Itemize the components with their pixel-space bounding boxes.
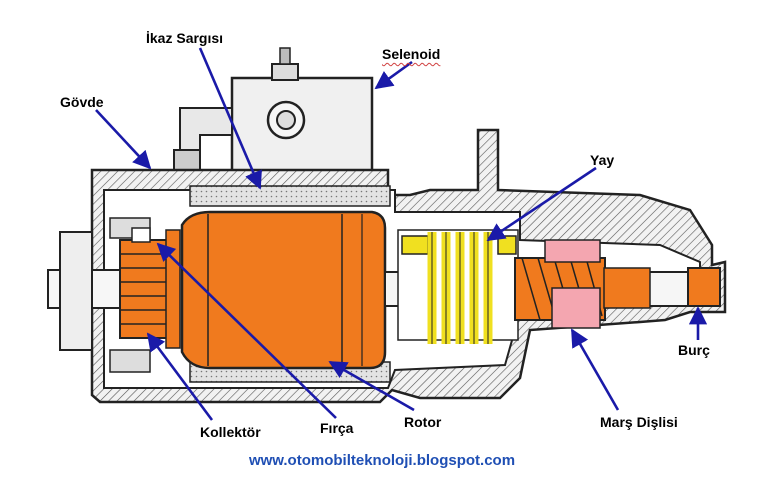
kollektor-commutator (119, 227, 181, 349)
label-mars-dislisi: Marş Dişlisi (600, 414, 678, 430)
rotor-armature (180, 210, 387, 370)
footer-url: www.otomobilteknoloji.blogspot.com (248, 452, 516, 469)
label-selenoid: Selenoid (382, 46, 441, 62)
burc-bushing (687, 267, 721, 307)
label-ikaz-sargisi: İkaz Sargısı (146, 30, 224, 46)
left-end-assembly (47, 217, 151, 373)
leader-lines (95, 47, 708, 421)
label-burc: Burç (678, 342, 710, 358)
mars-dislisi-pinion (514, 239, 651, 329)
label-firca: Fırça (320, 420, 354, 436)
selenoid-body (173, 47, 374, 191)
label-govde: Gövde (60, 94, 104, 110)
label-rotor: Rotor (404, 414, 442, 430)
yay-spring (397, 229, 519, 344)
label-kollektor: Kollektör (200, 424, 261, 440)
label-yay: Yay (590, 152, 615, 168)
